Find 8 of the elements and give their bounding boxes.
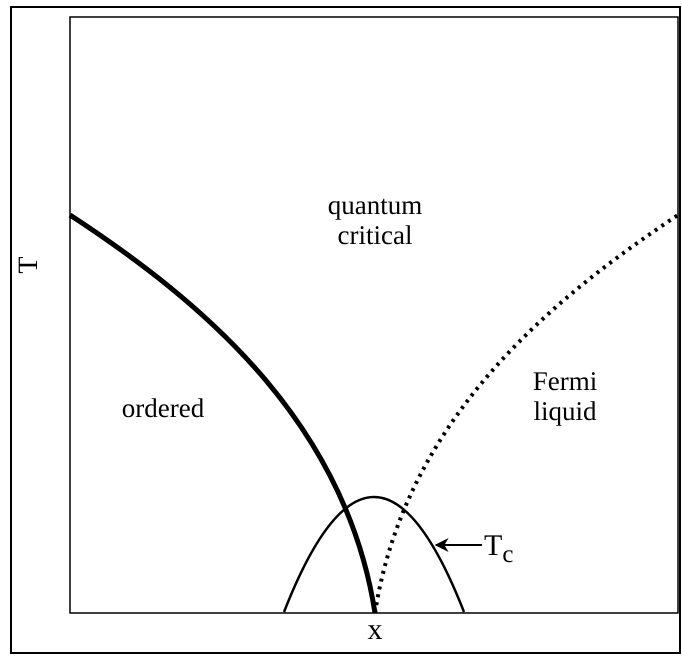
- region-label: Fermi liquid: [532, 366, 598, 426]
- axis-label: x: [366, 612, 384, 648]
- curve-label: T$_{c}$: [484, 526, 524, 566]
- leader-arrow: [434, 538, 482, 552]
- region-label: quantum critical: [326, 190, 424, 250]
- superconducting-dome-curve: [283, 497, 465, 613]
- axis-label: T: [16, 255, 42, 276]
- region-label: ordered: [120, 393, 206, 423]
